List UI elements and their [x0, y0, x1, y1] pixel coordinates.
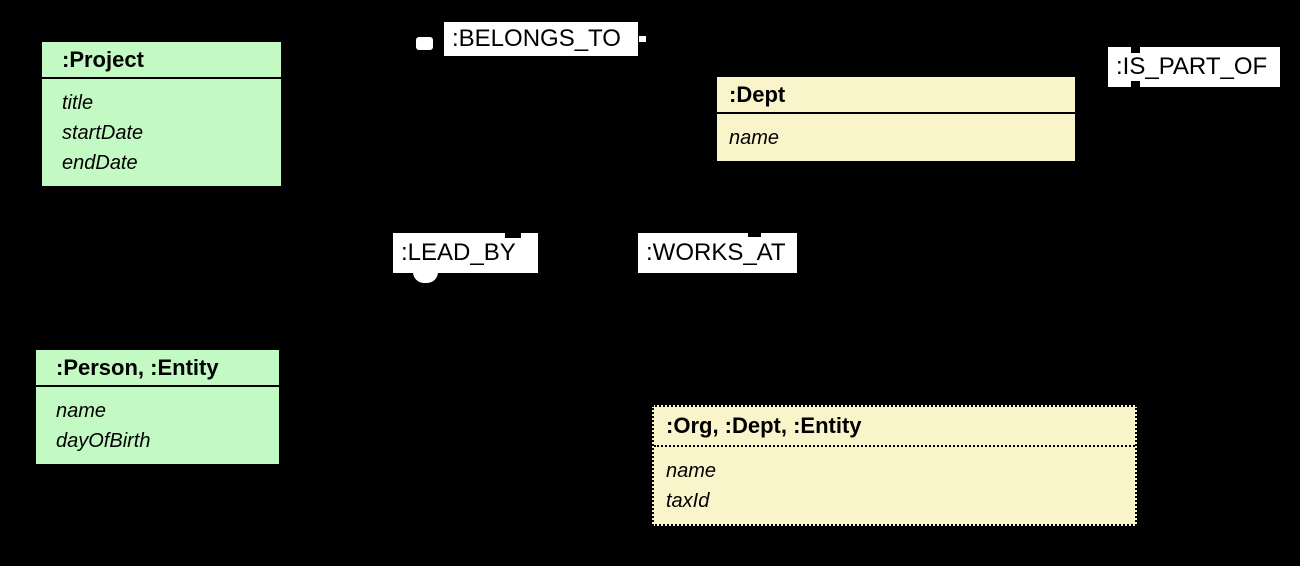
node-person-attributes: name dayOfBirth [36, 387, 279, 456]
attribute-name: name [729, 127, 780, 149]
attribute-dayofbirth: dayOfBirth [56, 430, 151, 452]
relationship-label-lead-by: :LEAD_BY [393, 233, 538, 273]
node-org-title: :Org, :Dept, :Entity [654, 407, 1135, 447]
node-person: :Person, :Entity name dayOfBirth [34, 348, 281, 466]
arrow-fragment [748, 233, 761, 237]
node-org-attributes: name taxId [654, 447, 1135, 516]
node-project-title: :Project [42, 42, 281, 79]
attribute-taxid: taxId [666, 490, 710, 512]
attribute-enddate: endDate [62, 152, 138, 174]
attribute-title: title [62, 92, 94, 114]
node-dept-attributes: name [717, 114, 1075, 153]
node-project: :Project title startDate endDate [40, 40, 283, 188]
attribute-name: name [666, 460, 717, 482]
node-person-title: :Person, :Entity [36, 350, 279, 387]
node-project-attributes: title startDate endDate [42, 79, 281, 178]
attribute-name: name [56, 400, 107, 422]
relationship-label-is-part-of: :IS_PART_OF [1108, 47, 1280, 87]
attribute-startdate: startDate [62, 122, 144, 144]
arrow-fragment [413, 272, 438, 283]
arrow-fragment [1131, 81, 1140, 87]
relationship-label-works-at: :WORKS_AT [638, 233, 797, 273]
node-org: :Org, :Dept, :Entity name taxId [652, 405, 1137, 526]
arrow-fragment [505, 233, 521, 238]
node-dept-title: :Dept [717, 77, 1075, 114]
arrow-fragment [1131, 47, 1140, 53]
node-dept: :Dept name [715, 75, 1077, 163]
arrow-fragment [639, 36, 646, 42]
arrow-fragment [416, 37, 433, 50]
relationship-label-belongs-to: :BELONGS_TO [444, 22, 638, 56]
